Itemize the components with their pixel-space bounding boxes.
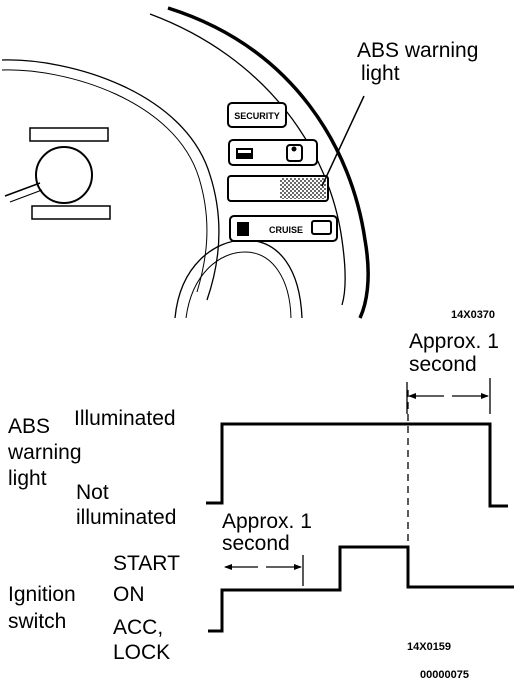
abs-lamp-indicator [227,175,329,202]
abs-row-label-2: warning [7,441,82,464]
gauge-face-inner [1,69,208,293]
cruise-indicator: CRUISE [229,215,338,242]
abs-callout-leader [321,95,365,187]
gauge-display-upper [29,127,109,142]
gauge-hub [35,146,93,204]
abs-light-waveform [206,422,508,508]
ign-state-on: ON [113,583,145,606]
bottom-interval-label-2: second [222,532,290,555]
ignition-switch-waveform [208,545,514,633]
security-indicator-label: SECURITY [234,111,280,121]
gauge-needle [4,182,41,197]
gauge-face-outer [1,59,220,301]
warning-lamp-row [228,139,318,166]
small-gauge-inner [185,251,292,319]
cluster-bezel-outer [167,6,370,319]
abs-row-label-1: ABS [8,415,50,438]
gauge-display-lower [31,205,111,220]
abs-lamp-highlight [280,178,326,199]
fuel-icon [237,222,249,236]
abs-callout-line2: light [361,62,400,85]
bottom-interval-label-1: Approx. 1 [222,510,312,533]
ign-state-lock: LOCK [113,641,170,664]
abs-state-not-1: Not [76,481,109,504]
abs-callout-line1: ABS warning [357,39,478,62]
document-code: 00000075 [420,669,469,681]
cruise-indicator-label: CRUISE [269,225,303,235]
ign-state-acc: ACC, [113,616,163,639]
timing-chart: Approx. 1 second Approx. 1 second ABS wa… [7,330,514,681]
ign-row-label-2: switch [8,610,66,633]
top-interval-label-1: Approx. 1 [409,330,499,353]
battery-icon [236,148,253,159]
abs-row-label-3: light [8,467,47,490]
timing-chart-code: 14X0159 [407,641,451,653]
ign-row-label-1: Ignition [8,583,76,606]
instrument-cluster-illustration: SECURITY CRUISE ABS warning light 14X037… [1,6,495,321]
cluster-figure-code: 14X0370 [451,309,495,321]
security-indicator: SECURITY [227,102,287,128]
ign-state-start: START [113,552,180,575]
top-interval-label-2: second [409,353,477,376]
seatbelt-icon [286,144,303,162]
abs-state-illuminated: Illuminated [74,407,176,430]
door-ajar-icon [311,220,332,235]
abs-state-not-2: illuminated [76,506,176,529]
